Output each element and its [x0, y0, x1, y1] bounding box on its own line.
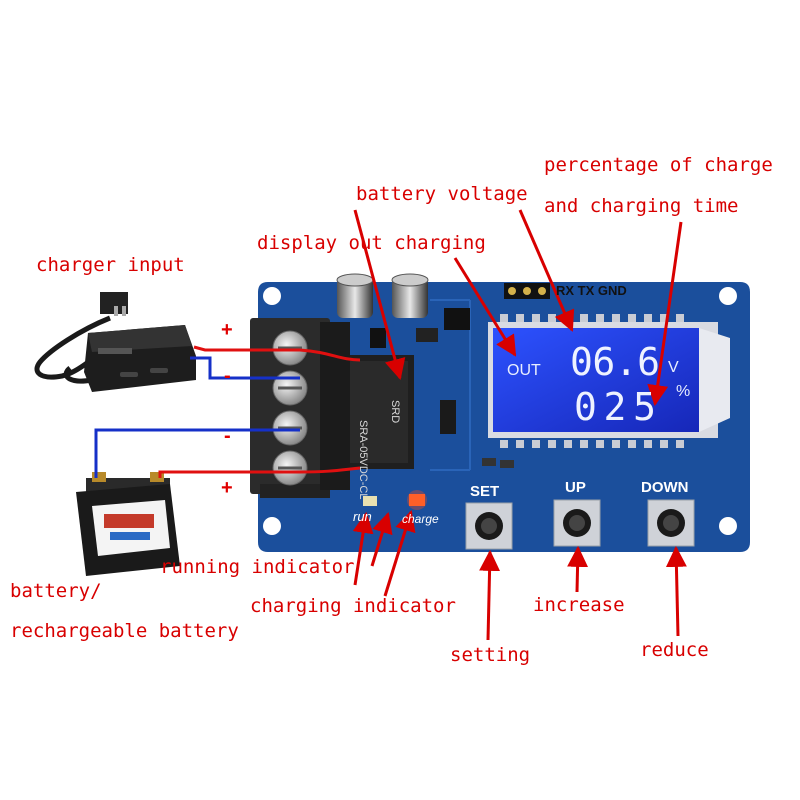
callout-increase: increase [533, 594, 625, 616]
arrow-running-2 [352, 511, 374, 586]
terminal-block [250, 318, 350, 498]
lcd-pin [676, 440, 684, 448]
lcd-voltage-unit: V [668, 359, 679, 376]
lcd-pin [500, 314, 508, 322]
ic-chip [444, 308, 470, 330]
lcd-pin [612, 314, 620, 322]
lcd-pin [580, 314, 588, 322]
arrow-battery-voltage-relay [353, 209, 406, 381]
lcd-pin [612, 440, 620, 448]
callout-charger-input: charger input [36, 254, 185, 276]
arrow-running [370, 511, 393, 567]
smd-component [500, 460, 514, 468]
wiring [94, 345, 361, 478]
lcd-voltage-value: 06.6 [570, 340, 660, 384]
serial-header [504, 283, 550, 299]
charge-label: charge [402, 512, 439, 526]
lcd-percent-value: 025 [574, 385, 656, 429]
arrow-setting [479, 549, 501, 641]
callout-charging-indicator: charging indicator [250, 595, 456, 617]
arrow-increase [567, 545, 589, 593]
smd-component [416, 328, 438, 342]
callout-running-indicator: running indicator [160, 556, 355, 578]
lcd-pin [532, 440, 540, 448]
callout-rechargeable-battery: rechargeable battery [10, 620, 239, 642]
arrow-charging [383, 509, 416, 597]
callout-charging-time: and charging time [544, 195, 739, 217]
terminal-minus-2: - [224, 425, 231, 447]
arrow-display-out [453, 257, 517, 357]
run-led [363, 496, 377, 506]
charge-led [409, 494, 425, 506]
relay-model-label: SRA-05VDC-CL [357, 420, 369, 499]
down-label: DOWN [641, 479, 689, 496]
lcd-out-label: OUT [507, 362, 541, 379]
set-button[interactable] [465, 502, 513, 550]
mount-hole [263, 287, 281, 305]
lcd-pin [628, 440, 636, 448]
lcd-display [488, 314, 730, 448]
terminal-plus-top: + [221, 319, 233, 341]
down-button[interactable] [647, 499, 695, 547]
lcd-pin [548, 314, 556, 322]
lcd-pin [548, 440, 556, 448]
callout-arrows [352, 209, 687, 641]
callout-battery: battery/ [10, 580, 102, 602]
lcd-percent-unit: % [676, 383, 690, 400]
charger-adapter [34, 292, 196, 392]
lcd-pin [628, 314, 636, 322]
lcd-pin [660, 440, 668, 448]
arrow-percentage [647, 221, 683, 407]
lcd-pin [516, 314, 524, 322]
lcd-pin [564, 440, 572, 448]
callout-battery-voltage: battery voltage [356, 183, 528, 205]
smd-component [370, 328, 386, 348]
up-label: UP [565, 479, 586, 496]
callout-percentage: percentage of charge [544, 154, 773, 176]
mount-hole [719, 287, 737, 305]
battery [76, 472, 180, 576]
capacitor [391, 273, 429, 318]
run-label: run [353, 509, 372, 524]
lcd-pin [596, 314, 604, 322]
callout-reduce: reduce [640, 639, 709, 661]
lcd-pin [644, 314, 652, 322]
callout-display-out: display out charging [257, 232, 486, 254]
lcd-pin [660, 314, 668, 322]
lcd-pin [532, 314, 540, 322]
lcd-pin [676, 314, 684, 322]
lcd-pin [596, 440, 604, 448]
lcd-pin [580, 440, 588, 448]
arrow-battery-voltage [518, 209, 575, 332]
header-pins-label: RX TX GND [556, 283, 627, 298]
smd-component [482, 458, 496, 466]
mount-hole [719, 517, 737, 535]
terminal-plus-bottom: + [221, 477, 233, 499]
up-button[interactable] [553, 499, 601, 547]
relay-brand-label: SRD [389, 400, 401, 423]
set-label: SET [470, 483, 499, 500]
callout-setting: setting [450, 644, 531, 666]
mount-hole [263, 517, 281, 535]
lcd-pin [516, 440, 524, 448]
arrow-reduce [665, 545, 687, 637]
lcd-pin [500, 440, 508, 448]
relay [344, 355, 414, 469]
terminal-minus-1: - [224, 365, 231, 387]
lcd-pin [644, 440, 652, 448]
diode [440, 400, 456, 434]
capacitor [336, 273, 374, 318]
